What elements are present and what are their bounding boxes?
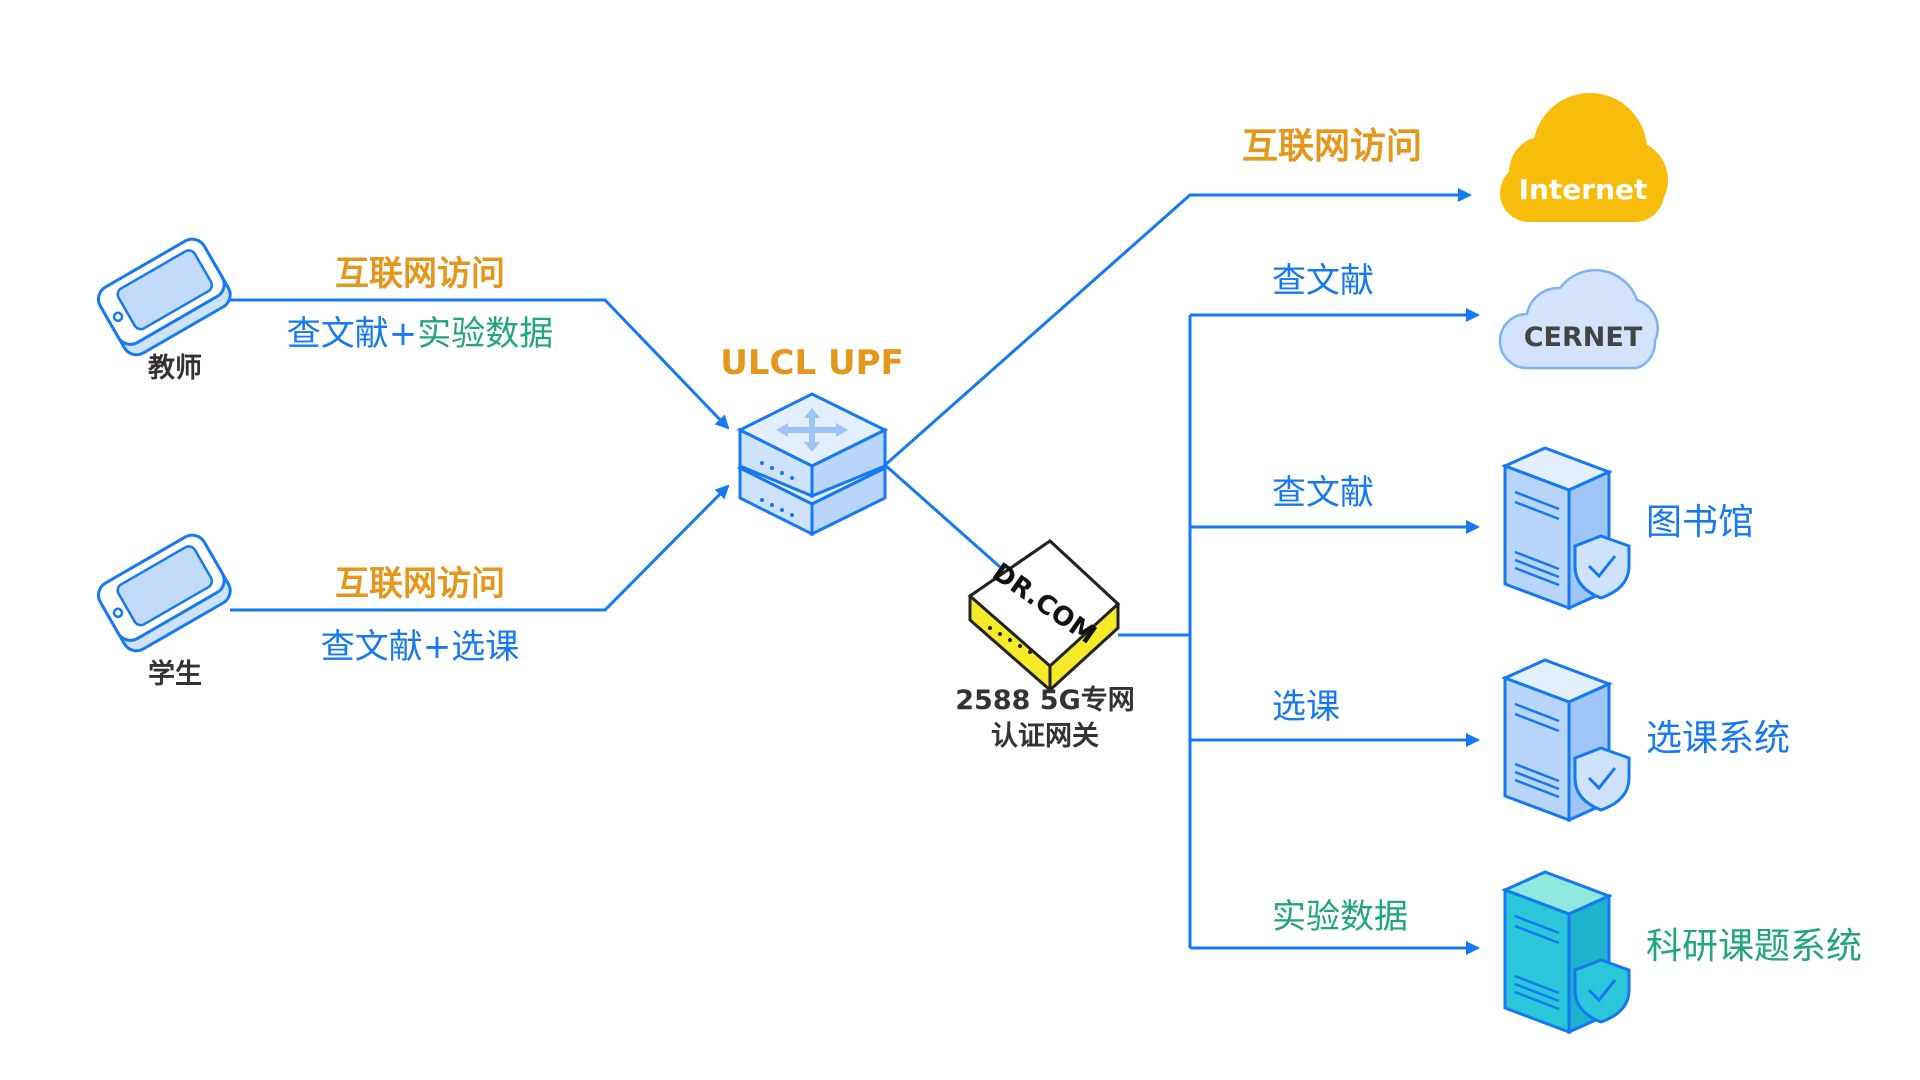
research-server-icon [1501,870,1631,1035]
library-route-label: 查文献 [1272,473,1374,513]
gateway-device-icon: DR.COM [967,539,1121,693]
teacher-label: 教师 [148,353,202,384]
teacher-services-caption-green: 实验数据 [417,314,553,354]
upf-label: ULCL UPF [720,343,903,383]
research-route-label: 实验数据 [1272,897,1408,937]
teacher-internet-caption: 互联网访问 [335,254,505,294]
student-internet-caption: 互联网访问 [335,564,505,604]
student-label: 学生 [148,658,202,690]
course-route-label: 选课 [1272,687,1340,727]
teacher-to-upf-line [230,298,730,430]
internet-route-label: 互联网访问 [1242,126,1422,167]
upf-to-gateway-line [884,463,1001,569]
cernet-cloud-icon [1498,268,1659,370]
student-to-upf-line [230,484,730,612]
internet-cloud-label: Internet [1519,173,1648,206]
teacher-services-caption-blue: 查文献+ [287,314,418,354]
gateway-label-line2: 认证网关 [991,721,1099,752]
gateway-label-line1: 2588 5G专网 [955,685,1135,716]
connection-lines [230,188,1480,955]
course-label: 选课系统 [1646,718,1790,759]
upf-to-internet-line [884,188,1472,467]
student-phone-icon [96,533,232,653]
teacher-phone-icon [96,237,232,357]
course-server-icon [1501,658,1631,823]
internet-cloud-icon [1500,93,1668,222]
cernet-route-label: 查文献 [1272,261,1374,301]
library-server-icon [1501,446,1631,611]
upf-router-icon [736,392,889,537]
teacher-services-caption: 查文献+实验数据 [287,314,554,354]
student-services-caption: 查文献+选课 [321,627,520,667]
library-label: 图书馆 [1646,502,1754,543]
research-label: 科研课题系统 [1646,926,1862,967]
cernet-cloud-label: CERNET [1524,322,1643,353]
